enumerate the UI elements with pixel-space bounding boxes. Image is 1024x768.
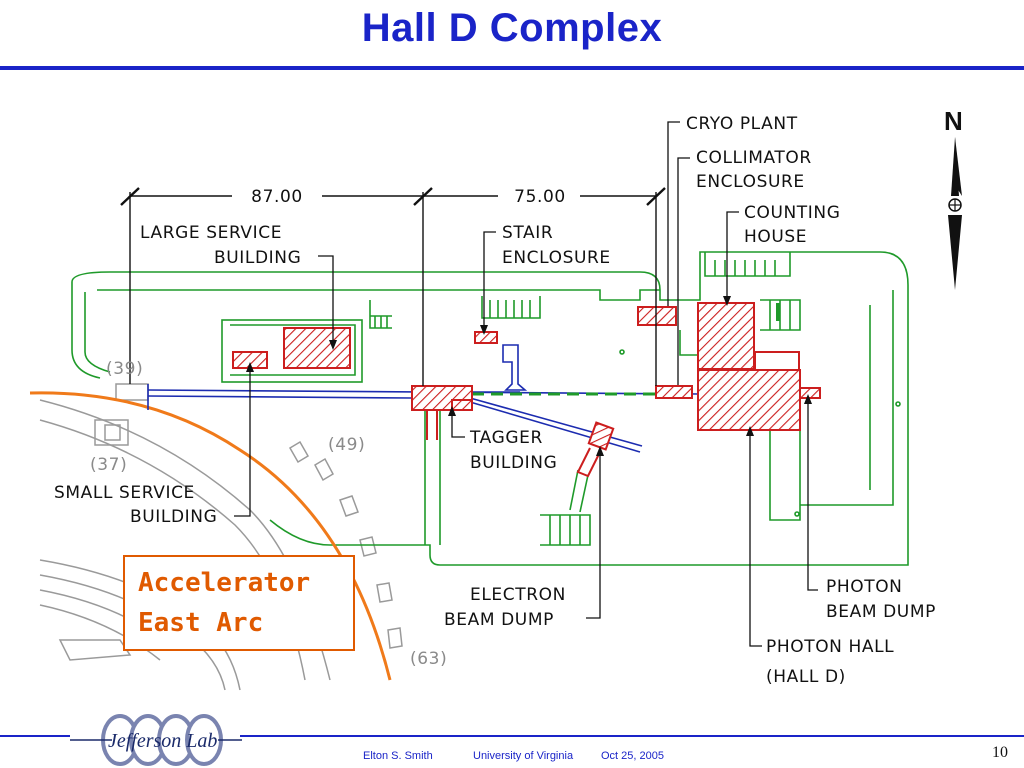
footer-institution: University of Virginia <box>473 750 574 762</box>
leader-stair <box>483 231 496 330</box>
leader-cryo <box>667 121 680 306</box>
label-small-service-2: BUILDING <box>130 507 217 527</box>
label-counting-1: COUNTING <box>744 203 841 223</box>
label-large-service-2: BUILDING <box>214 248 301 268</box>
label-tagger-2: BUILDING <box>470 453 557 473</box>
stair-steps-1 <box>369 300 392 329</box>
label-photon-hall-1: PHOTON HALL <box>766 637 894 657</box>
label-photon-dump-1: PHOTON <box>826 577 903 597</box>
footer-author: Elton S. Smith <box>363 750 433 762</box>
label-stair-2: ENCLOSURE <box>502 248 611 268</box>
accelerator-east-arc <box>29 391 392 681</box>
tagger-access-road <box>424 410 441 545</box>
label-electron-1: ELECTRON <box>470 585 566 605</box>
logo-text: Jefferson Lab <box>108 730 217 752</box>
label-collimator-2: ENCLOSURE <box>696 172 805 192</box>
large-service-building <box>283 327 351 369</box>
page-number: 10 <box>992 744 1008 761</box>
leader-photon-dump <box>807 398 818 591</box>
photon-beam-dump <box>799 387 821 399</box>
north-arrow: N <box>944 106 963 290</box>
label-stair-1: STAIR <box>502 223 553 243</box>
site-outline <box>71 251 909 566</box>
electron-dump-beamline <box>469 397 643 447</box>
buildings <box>232 302 821 451</box>
leader-large-service <box>318 255 334 345</box>
leader-electron-dump <box>586 450 601 619</box>
label-counting-2: HOUSE <box>744 227 807 247</box>
accelerator-label-line1: Accelerator <box>138 568 310 598</box>
accelerator-label-box <box>123 555 355 651</box>
footer-date: Oct 25, 2005 <box>601 750 664 762</box>
photon-hall <box>697 369 801 431</box>
dimension-lines <box>120 187 666 386</box>
dimension-75: 75.00 <box>514 187 566 207</box>
label-small-service-1: SMALL SERVICE <box>54 483 195 503</box>
leader-photon-hall <box>749 430 762 647</box>
building-number-49: (49) <box>328 435 365 455</box>
leader-lines <box>234 121 818 647</box>
site-perimeter <box>71 251 909 566</box>
stair-enclosure <box>474 331 498 344</box>
cryo-plant <box>637 306 677 326</box>
label-large-service-1: LARGE SERVICE <box>140 223 282 243</box>
accelerator-label-line2: East Arc <box>138 608 263 638</box>
building-39-outline <box>115 383 149 401</box>
label-tagger-1: TAGGER <box>469 428 543 448</box>
leader-tagger <box>451 410 465 438</box>
leader-small-service <box>234 366 251 517</box>
label-collimator-1: COLLIMATOR <box>696 148 812 168</box>
label-electron-2: BEAM DUMP <box>444 610 554 630</box>
hall-d-site-diagram: 87.00 75.00 LARGE SERVICE BUILDING STAIR… <box>29 106 963 691</box>
building-number-39: (39) <box>106 359 143 379</box>
label-cryo: CRYO PLANT <box>686 114 798 134</box>
label-photon-dump-2: BEAM DUMP <box>826 602 936 622</box>
jefferson-lab-logo: Jefferson Lab <box>70 714 242 766</box>
footer-rule-left <box>0 735 70 737</box>
north-arrow-tail-icon <box>948 215 962 290</box>
collimator-enclosure <box>655 385 693 399</box>
title-divider <box>0 66 1024 70</box>
label-photon-hall-2: (HALL D) <box>766 667 846 687</box>
building-number-63: (63) <box>410 649 447 669</box>
dimension-87: 87.00 <box>251 187 303 207</box>
electron-beam-dump <box>587 421 615 451</box>
stair-enclosure-shaft <box>502 344 528 391</box>
north-label: N <box>944 106 963 136</box>
tagger-supports <box>426 410 438 440</box>
leader-counting <box>726 211 739 302</box>
large-service-pad <box>221 319 363 383</box>
slide-title: Hall D Complex <box>361 6 663 50</box>
building-number-37: (37) <box>90 455 127 475</box>
leader-collimator <box>677 157 690 385</box>
counting-house <box>697 302 755 370</box>
counting-house-stairs <box>704 252 791 277</box>
footer-rule-right <box>240 735 1024 737</box>
